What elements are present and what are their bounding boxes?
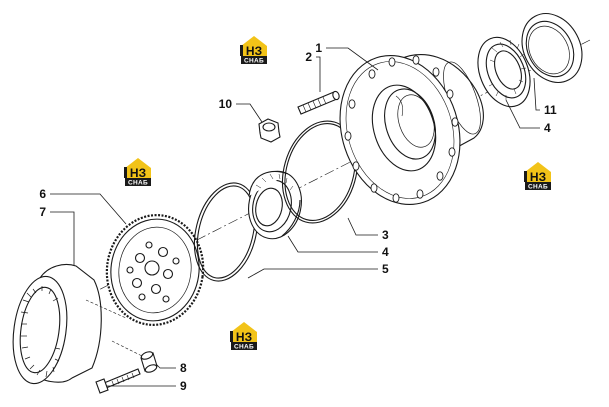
svg-text:НЗ: НЗ (530, 170, 546, 184)
svg-text:СНАБ: СНАБ (244, 58, 264, 65)
callout-8: 8 (180, 361, 187, 375)
watermark-logo-top: НЗ СНАБ (238, 34, 270, 66)
callout-leaders (50, 47, 540, 387)
svg-text:СНАБ: СНАБ (128, 180, 148, 187)
callout-11: 11 (544, 103, 557, 117)
callout-9: 9 (180, 379, 187, 393)
assembly-guide-lines (85, 299, 143, 357)
bearing-cup-part-11 (521, 13, 583, 83)
callout-2: 2 (305, 50, 312, 64)
bolt-part-9 (95, 368, 141, 394)
callout-4-lower: 4 (382, 245, 389, 259)
watermark-logo-left: НЗ СНАБ (122, 156, 154, 188)
svg-text:НЗ: НЗ (246, 44, 262, 58)
callout-6: 6 (39, 187, 46, 201)
callout-labels: 1 2 10 11 4 3 4 5 6 7 8 9 (39, 41, 557, 393)
bushing-part-8 (140, 351, 158, 373)
ring-gear-part-7 (12, 263, 102, 385)
watermark-logo-right: НЗ СНАБ (522, 160, 554, 192)
watermark-logo-bottom: НЗ СНАБ (228, 320, 260, 352)
callout-10: 10 (219, 97, 233, 111)
svg-text:СНАБ: СНАБ (528, 184, 548, 191)
snap-ring-part-5 (193, 182, 259, 282)
o-ring-part-3 (281, 120, 359, 224)
svg-text:НЗ: НЗ (236, 330, 252, 344)
callout-7: 7 (39, 205, 46, 219)
wheel-stud-part-2 (297, 90, 340, 115)
gear-carrier-part-6 (105, 214, 205, 326)
callout-5: 5 (382, 262, 389, 276)
tapered-bearing-part-4-lower (248, 170, 302, 240)
svg-text:НЗ: НЗ (130, 166, 146, 180)
callout-4-upper: 4 (544, 121, 551, 135)
svg-text:СНАБ: СНАБ (234, 344, 254, 351)
nut-part-10 (258, 118, 281, 143)
center-axis (19, 39, 591, 331)
tapered-bearing-part-4-upper (477, 36, 531, 108)
callout-1: 1 (315, 41, 322, 55)
callout-3: 3 (382, 228, 389, 242)
wheel-hub-part-1 (339, 54, 484, 206)
